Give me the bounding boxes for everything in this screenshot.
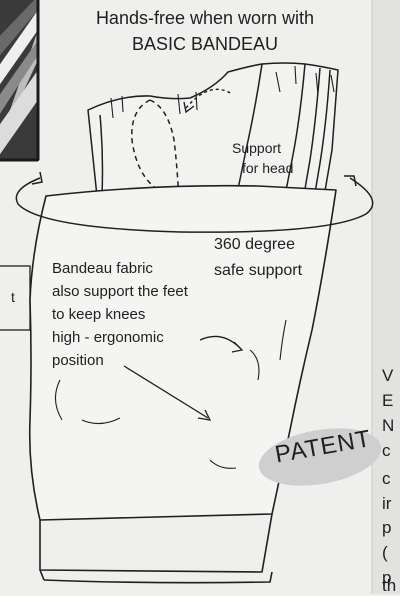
bandeau-note-line-3: to keep knees: [52, 306, 145, 323]
left-cropped-box: [0, 266, 30, 330]
support-head-label-1: Support: [232, 140, 281, 156]
title-line-2: BASIC BANDEAU: [40, 34, 370, 55]
degree-label-1: 360 degree: [214, 236, 295, 254]
bandeau-note-line-4: high - ergonomic: [52, 329, 164, 346]
right-edge-fragment-6: ir: [382, 494, 391, 514]
bandeau-note-line-5: position: [52, 352, 104, 369]
bandeau-note-line-2: also support the feet: [52, 283, 188, 300]
bandeau-note-line-1: Bandeau fabric: [52, 260, 153, 277]
support-head-label-2: for head: [242, 160, 293, 176]
right-edge-fragment-2: E: [382, 391, 393, 411]
right-edge-fragment-3: N: [382, 416, 394, 436]
degree-label-2: safe support: [214, 262, 302, 280]
right-edge-fragment-5: c: [382, 469, 391, 489]
right-edge-fragment-7: p: [382, 518, 391, 538]
right-edge-fragment-4: c: [382, 441, 391, 461]
cropped-photo: [0, 0, 38, 160]
right-edge-fragment-8: (: [382, 543, 388, 563]
right-edge-fragment-10: th: [382, 576, 396, 596]
right-edge-fragment-1: V: [382, 366, 393, 386]
left-box-fragment: t: [11, 289, 15, 305]
title-line-1: Hands-free when worn with: [40, 8, 370, 29]
